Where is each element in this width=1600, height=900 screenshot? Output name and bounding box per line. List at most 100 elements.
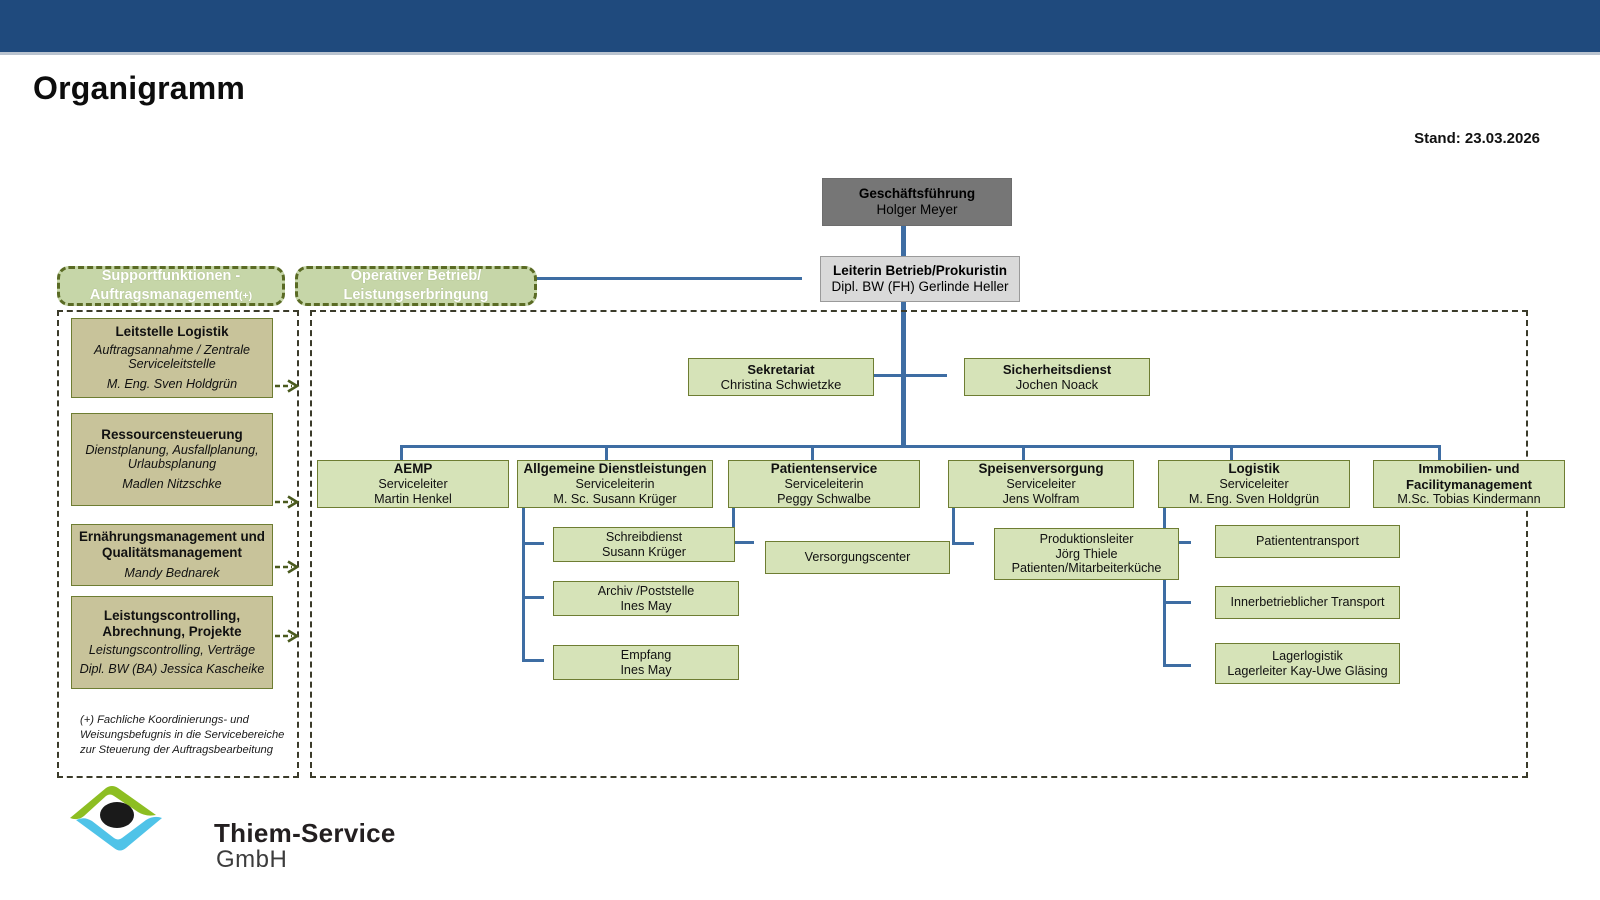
- node-produktionsleiter[interactable]: Produktionsleiter Jörg Thiele Patienten/…: [994, 528, 1179, 580]
- node-sekretariat-person: Christina Schwietzke: [720, 377, 842, 392]
- node-aemp-person: Martin Henkel: [374, 491, 452, 506]
- node-speisenversorgung[interactable]: Speisenversorgung Serviceleiter Jens Wol…: [948, 460, 1134, 508]
- node-geschaeftsfuehrung-title: Geschäftsführung: [858, 186, 976, 202]
- node-innerbetrieblicher-transport-line1: Innerbetrieblicher Transport: [1230, 595, 1385, 610]
- group-header-support-line2: Auftragsmanagement: [89, 287, 239, 303]
- node-ernaehrungsmanagement-title: Ernährungsmanagement und Qualitätsmanage…: [78, 528, 265, 560]
- node-produktionsleiter-line1: Produktionsleiter: [1039, 531, 1134, 546]
- group-container-support: [57, 310, 299, 778]
- connector-drop-patientenservice: [811, 445, 814, 460]
- node-patientenservice-title: Patientenservice: [770, 461, 878, 477]
- banner-rule: [0, 52, 1600, 55]
- arrow-icon-ernaehrungsmanagement: [274, 560, 300, 574]
- logo-name: Thiem-Service: [214, 818, 396, 848]
- node-patiententransport-line1: Patiententransport: [1256, 534, 1359, 549]
- connector-allgemeine-1: [522, 542, 544, 545]
- node-leistungscontrolling[interactable]: Leistungscontrolling, Abrechnung, Projek…: [71, 596, 273, 689]
- top-banner: [0, 0, 1600, 52]
- node-speisenversorgung-role: Serviceleiter: [1006, 477, 1076, 492]
- node-innerbetrieblicher-transport[interactable]: Innerbetrieblicher Transport: [1215, 586, 1400, 619]
- node-archiv-poststelle-line1: Archiv /Poststelle: [597, 583, 695, 598]
- node-logistik[interactable]: Logistik Serviceleiter M. Eng. Sven Hold…: [1158, 460, 1350, 508]
- connector-logistik-stem: [1163, 507, 1166, 667]
- node-lagerlogistik-line1: Lagerlogistik: [1272, 648, 1343, 663]
- node-ressourcensteuerung-title: Ressourcensteuerung: [101, 426, 243, 442]
- connector-speisen-1: [952, 542, 974, 545]
- node-sekretariat[interactable]: Sekretariat Christina Schwietzke: [688, 358, 874, 396]
- node-immobilien-facilitymanagement-title: Immobilien- und Facilitymanagement: [1406, 461, 1532, 492]
- node-archiv-poststelle-line2: Ines May: [620, 598, 672, 613]
- node-schreibdienst-line2: Susann Krüger: [601, 544, 686, 559]
- node-patientenservice[interactable]: Patientenservice Serviceleiterin Peggy S…: [728, 460, 920, 508]
- node-geschaeftsfuehrung-person: Holger Meyer: [876, 202, 958, 217]
- connector-patientenservice-stem: [732, 507, 735, 544]
- group-header-support[interactable]: Supportfunktionen - Auftragsmanagement(+…: [57, 266, 285, 306]
- node-logistik-title: Logistik: [1228, 461, 1280, 477]
- node-leitstelle-logistik-title: Leitstelle Logistik: [115, 323, 229, 339]
- footnote-text: (+) Fachliche Koordinierungs- und Weisun…: [80, 714, 285, 756]
- node-ressourcensteuerung-person: Madlen Nitzschke: [122, 477, 222, 492]
- connector-drop-allgemeine: [605, 445, 608, 460]
- node-ressourcensteuerung[interactable]: Ressourcensteuerung Dienstplanung, Ausfa…: [71, 413, 273, 506]
- node-ernaehrungsmanagement[interactable]: Ernährungsmanagement und Qualitätsmanage…: [71, 524, 273, 586]
- node-leitstelle-logistik[interactable]: Leitstelle Logistik Auftragsannahme / Ze…: [71, 318, 273, 398]
- node-ressourcensteuerung-desc: Dienstplanung, Ausfallplanung, Urlaubspl…: [85, 442, 259, 472]
- node-speisenversorgung-person: Jens Wolfram: [1002, 491, 1080, 506]
- node-patiententransport[interactable]: Patiententransport: [1215, 525, 1400, 558]
- node-speisenversorgung-title: Speisenversorgung: [978, 461, 1104, 477]
- node-allgemeine-dienstleistungen-title: Allgemeine Dienstleistungen: [523, 461, 707, 477]
- node-geschaeftsfuehrung[interactable]: Geschäftsführung Holger Meyer: [822, 178, 1012, 226]
- node-leitstelle-logistik-desc: Auftragsannahme / Zentrale Serviceleitst…: [93, 342, 251, 372]
- node-leistungscontrolling-desc: Leistungscontrolling, Verträge: [88, 643, 256, 658]
- node-empfang[interactable]: Empfang Ines May: [553, 645, 739, 680]
- node-leiterin-betrieb[interactable]: Leiterin Betrieb/Prokuristin Dipl. BW (F…: [820, 256, 1020, 302]
- connector-drop-speisen: [1022, 445, 1025, 460]
- node-allgemeine-dienstleistungen-person: M. Sc. Susann Krüger: [553, 491, 677, 506]
- node-empfang-line2: Ines May: [620, 662, 672, 677]
- connector-staff-bar: [855, 374, 947, 377]
- connector-patientenservice-1: [732, 541, 754, 544]
- arrow-icon-leitstelle: [274, 379, 300, 393]
- connector-allgemeine-stem: [522, 507, 525, 662]
- node-sekretariat-title: Sekretariat: [747, 361, 815, 377]
- node-leitstelle-logistik-person: M. Eng. Sven Holdgrün: [106, 377, 238, 392]
- node-ernaehrungsmanagement-person: Mandy Bednarek: [124, 566, 220, 581]
- logo-suffix: GmbH: [216, 846, 288, 873]
- node-sicherheitsdienst[interactable]: Sicherheitsdienst Jochen Noack: [964, 358, 1150, 396]
- connector-gf-to-leiterin: [901, 226, 906, 256]
- group-header-operativ[interactable]: Operativer Betrieb/ Leistungserbringung: [295, 266, 537, 306]
- node-leistungscontrolling-title: Leistungscontrolling, Abrechnung, Projek…: [102, 607, 242, 639]
- node-archiv-poststelle[interactable]: Archiv /Poststelle Ines May: [553, 581, 739, 616]
- node-versorgungscenter[interactable]: Versorgungscenter: [765, 541, 950, 574]
- group-header-operativ-line2: Leistungserbringung: [343, 287, 489, 303]
- node-logistik-role: Serviceleiter: [1219, 477, 1289, 492]
- arrow-icon-leistungscontrolling: [274, 629, 300, 643]
- connector-speisen-stem: [952, 507, 955, 545]
- node-aemp[interactable]: AEMP Serviceleiter Martin Henkel: [317, 460, 509, 508]
- connector-logistik-3: [1163, 664, 1191, 667]
- company-logo: Thiem-Service GmbH: [62, 782, 402, 892]
- node-lagerlogistik[interactable]: Lagerlogistik Lagerleiter Kay-Uwe Gläsin…: [1215, 643, 1400, 684]
- arrow-icon-ressourcensteuerung: [274, 495, 300, 509]
- node-allgemeine-dienstleistungen[interactable]: Allgemeine Dienstleistungen Serviceleite…: [517, 460, 713, 508]
- connector-drop-aemp: [400, 445, 403, 460]
- group-header-support-marker: (+): [238, 290, 253, 302]
- node-leistungscontrolling-person: Dipl. BW (BA) Jessica Kascheike: [79, 662, 265, 677]
- status-date: Stand: 23.03.2026: [1414, 130, 1540, 147]
- node-sicherheitsdienst-person: Jochen Noack: [1015, 377, 1099, 392]
- connector-allgemeine-2: [522, 596, 544, 599]
- eye-diamond-icon: [70, 786, 162, 851]
- page-title: Organigramm: [33, 70, 246, 106]
- node-schreibdienst-line1: Schreibdienst: [605, 529, 683, 544]
- connector-allgemeine-3: [522, 659, 544, 662]
- node-patientenservice-role: Serviceleiterin: [784, 477, 864, 492]
- node-immobilien-facilitymanagement[interactable]: Immobilien- und Facilitymanagement M.Sc.…: [1373, 460, 1565, 508]
- connector-leiterin-to-operativ: [536, 277, 802, 280]
- node-aemp-title: AEMP: [393, 461, 433, 477]
- node-allgemeine-dienstleistungen-role: Serviceleiterin: [575, 477, 655, 492]
- node-schreibdienst[interactable]: Schreibdienst Susann Krüger: [553, 527, 735, 562]
- connector-drop-logistik: [1230, 445, 1233, 460]
- node-leiterin-betrieb-person: Dipl. BW (FH) Gerlinde Heller: [831, 279, 1009, 294]
- group-header-operativ-line1: Operativer Betrieb/: [350, 268, 482, 285]
- group-container-operativ: [310, 310, 1528, 778]
